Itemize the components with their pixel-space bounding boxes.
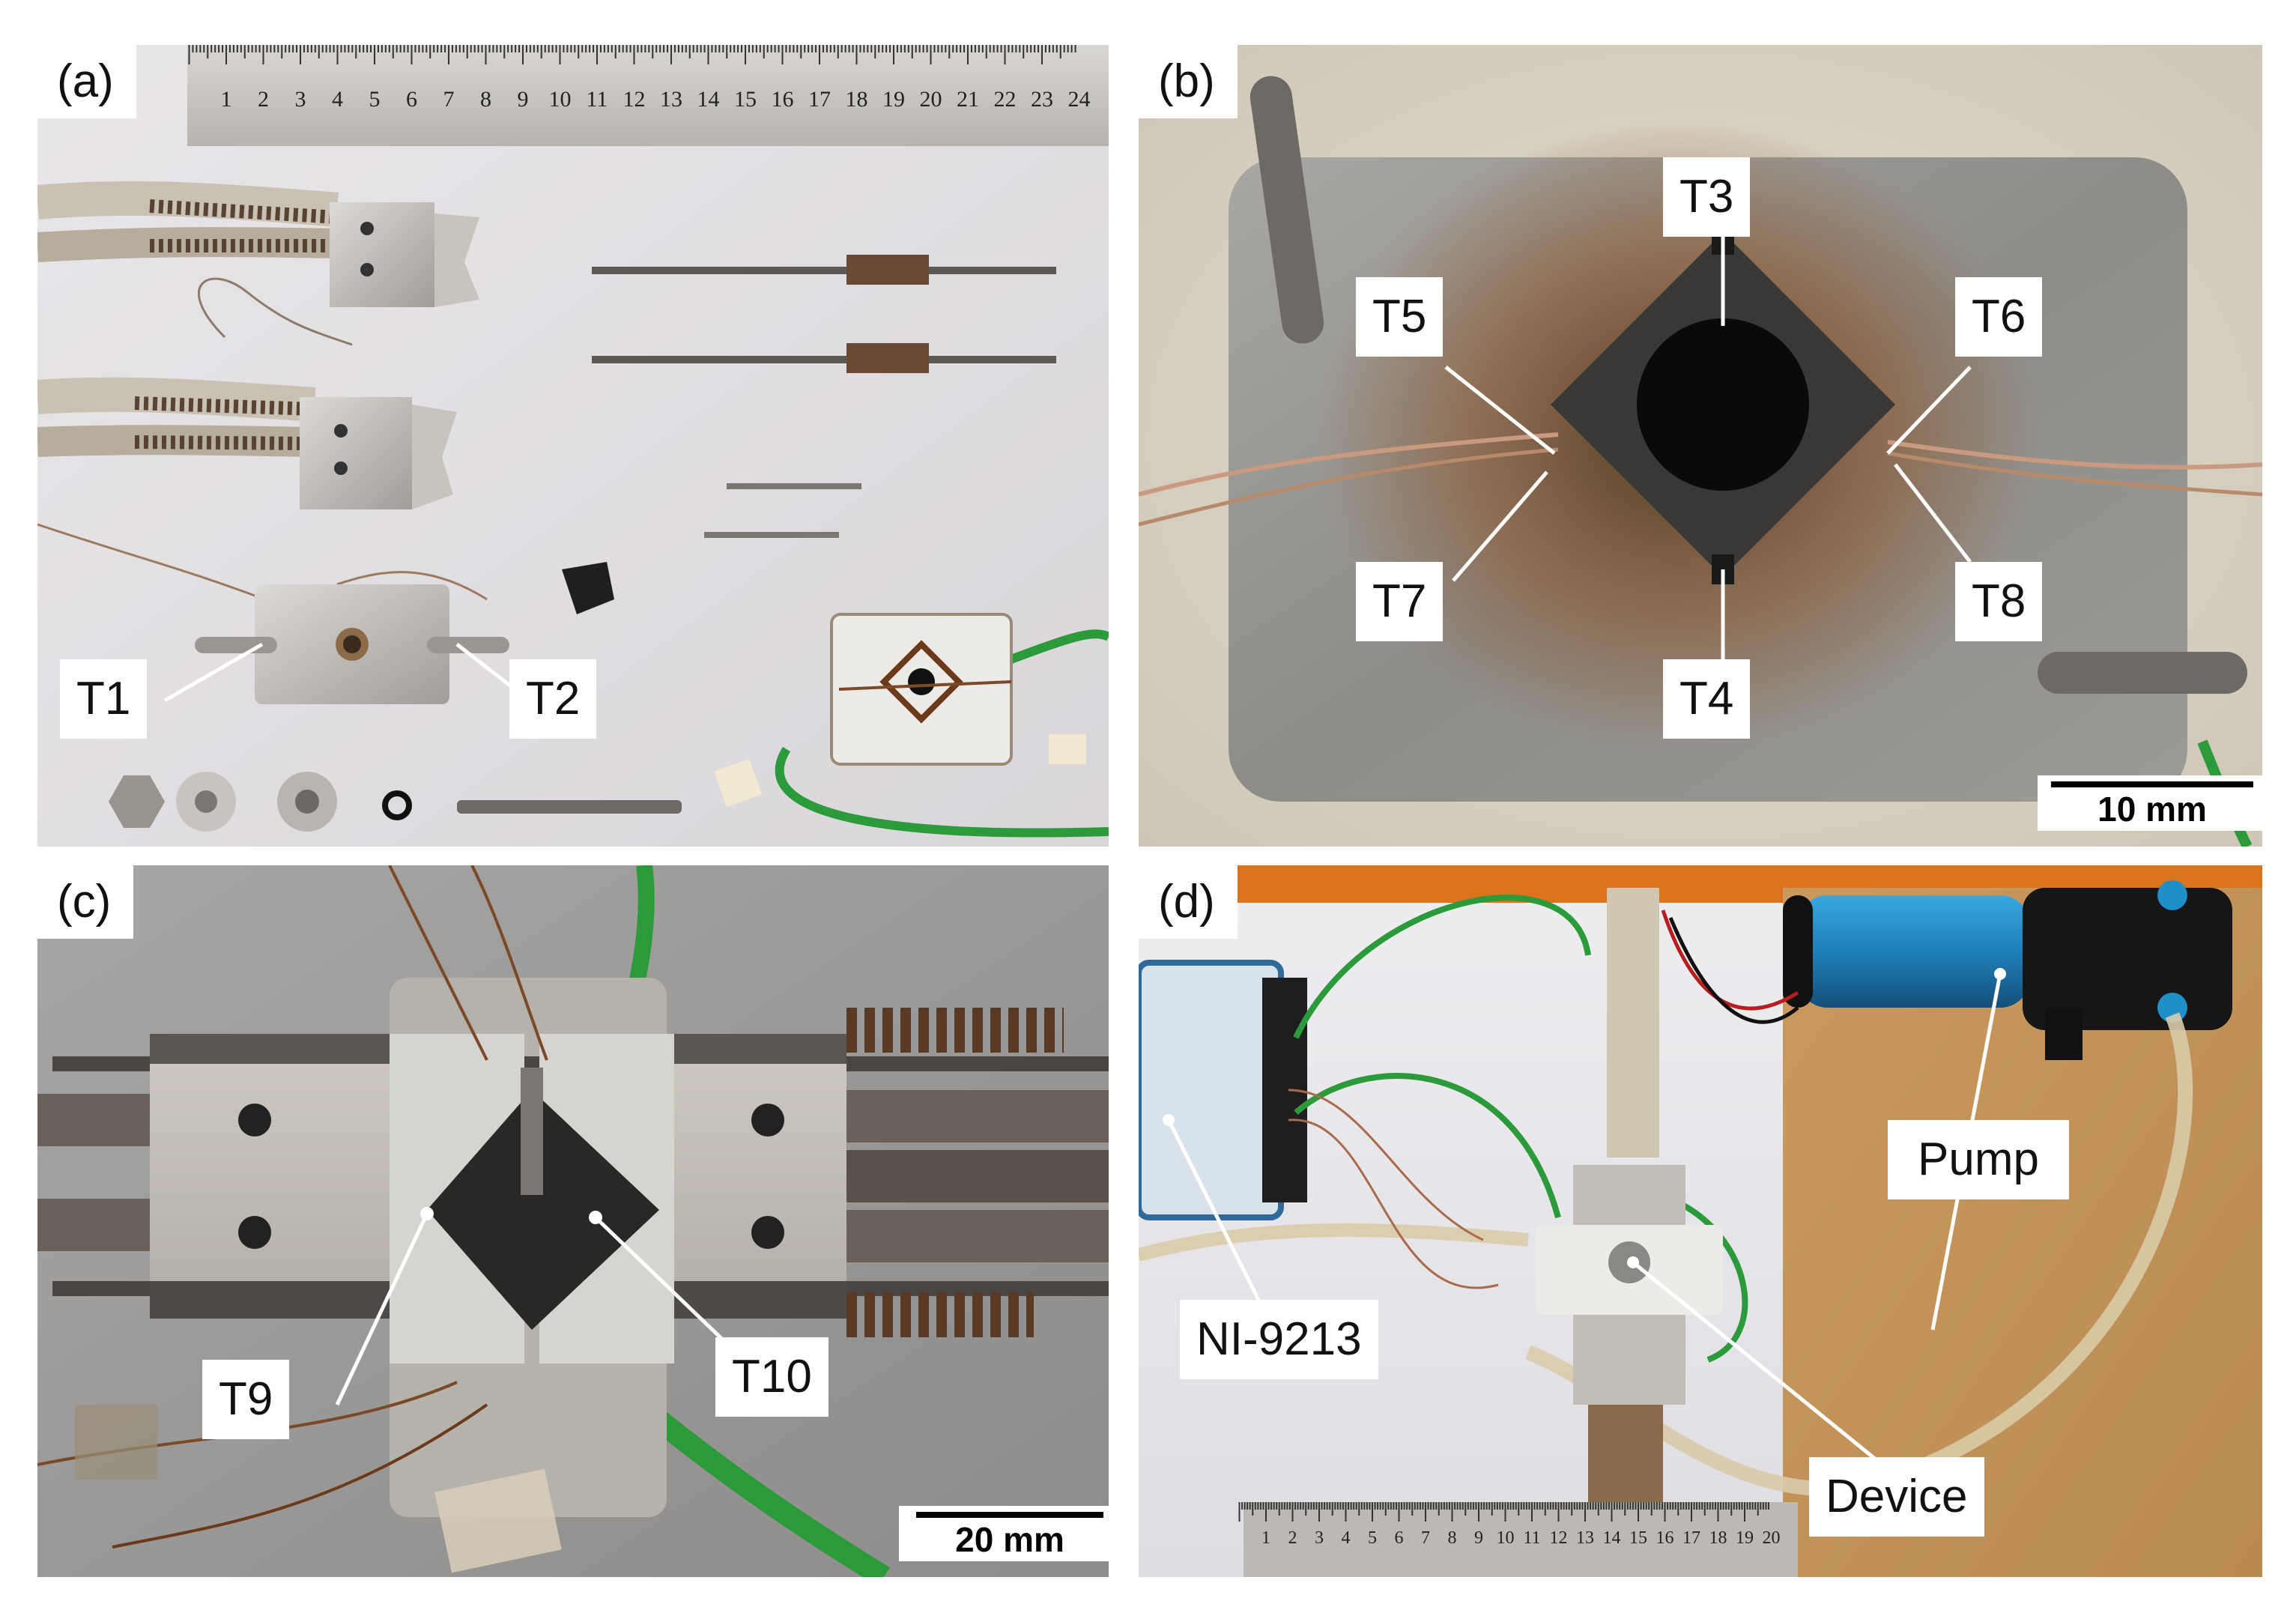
ruler-tick-label: 14 — [1603, 1528, 1621, 1548]
ruler-tick-label: 8 — [480, 87, 491, 112]
callout-t8: T8 — [1955, 562, 2043, 641]
callout-t9: T9 — [202, 1360, 290, 1439]
ruler-tick-label: 19 — [882, 87, 905, 112]
callout-t4: T4 — [1663, 659, 1751, 739]
ruler-tick-label: 10 — [1497, 1528, 1515, 1548]
ruler-tick-label: 14 — [697, 87, 720, 112]
panel-c: (c) T9 T10 20 mm — [37, 865, 1109, 1577]
ruler-tick-label: 19 — [1736, 1528, 1754, 1548]
ruler-tick-label: 5 — [1368, 1528, 1377, 1548]
callout-t5: T5 — [1356, 277, 1444, 357]
panel-b-photo — [1139, 45, 2262, 847]
panel-c-photo — [37, 865, 1109, 1577]
ruler-tick-label: 24 — [1068, 87, 1091, 112]
ruler-tick-label: 13 — [660, 87, 682, 112]
callout-device: Device — [1809, 1457, 1984, 1537]
panel-d-letter: (d) — [1139, 865, 1238, 939]
ruler-tick-label: 4 — [1342, 1528, 1351, 1548]
ruler-tick-label: 1 — [1261, 1528, 1270, 1548]
square-holder — [1551, 225, 1895, 584]
ruler-tick-label: 17 — [808, 87, 831, 112]
panel-c-letter: (c) — [37, 865, 134, 939]
callout-pump: Pump — [1888, 1120, 2069, 1199]
ruler-tick-label: 17 — [1682, 1528, 1700, 1548]
ruler-tick-label: 10 — [549, 87, 572, 112]
ruler-tick-label: 12 — [623, 87, 646, 112]
spring-rods — [592, 255, 1056, 538]
ruler-tick-label: 7 — [1421, 1528, 1430, 1548]
ruler-tick-label: 15 — [734, 87, 757, 112]
ruler-tick-label: 7 — [443, 87, 455, 112]
ruler-tick-label: 9 — [1474, 1528, 1483, 1548]
braided-cables — [37, 1008, 1109, 1337]
ruler-tick-label: 8 — [1448, 1528, 1457, 1548]
heater-block-top — [37, 181, 479, 307]
callout-t2: T2 — [509, 659, 597, 739]
assembled-device — [713, 613, 1109, 838]
ruler-tick-label: 11 — [587, 87, 608, 112]
ruler-tick-label: 3 — [1315, 1528, 1324, 1548]
ruler-tick-label: 1 — [221, 87, 232, 112]
ruler-tick-label: 23 — [1031, 87, 1053, 112]
scale-label-c: 20 mm — [955, 1520, 1064, 1559]
black-insert — [562, 562, 614, 614]
callout-t3: T3 — [1663, 157, 1751, 237]
ruler-tick-label: 2 — [258, 87, 269, 112]
ruler-tick-label: 22 — [994, 87, 1017, 112]
ruler-tick-label: 6 — [406, 87, 417, 112]
ruler-tick-label: 6 — [1395, 1528, 1404, 1548]
callout-t10: T10 — [715, 1337, 829, 1417]
callout-t7: T7 — [1356, 562, 1444, 641]
ruler-tick-label: 2 — [1288, 1528, 1297, 1548]
ruler-tick-label: 16 — [772, 87, 794, 112]
ruler-tick-label: 4 — [332, 87, 343, 112]
ruler-tick-label: 18 — [846, 87, 868, 112]
ruler-tick-label: 11 — [1523, 1528, 1540, 1548]
ruler-tick-label: 16 — [1656, 1528, 1674, 1548]
scale-bar-b: 10 mm — [2038, 775, 2262, 831]
callout-t6: T6 — [1955, 277, 2043, 357]
callout-t1: T1 — [60, 659, 148, 739]
ruler-tick-label: 18 — [1709, 1528, 1727, 1548]
ruler-tick-label: 21 — [957, 87, 979, 112]
ni-module — [1139, 960, 1307, 1220]
ruler-tick-label: 12 — [1550, 1528, 1568, 1548]
ruler-tick-label: 5 — [369, 87, 381, 112]
ruler-tick-label: 20 — [1763, 1528, 1781, 1548]
panel-b-letter: (b) — [1139, 45, 1238, 118]
diamond-insert — [427, 1090, 659, 1330]
callout-ni-9213: NI-9213 — [1180, 1300, 1378, 1379]
ruler-tick-label: 9 — [518, 87, 529, 112]
ruler-tick-label: 20 — [920, 87, 942, 112]
panel-a-letter: (a) — [37, 45, 136, 118]
scale-bar-c: 20 mm — [899, 1506, 1109, 1561]
ruler-tick-label: 13 — [1576, 1528, 1594, 1548]
ruler-tick-label: 15 — [1629, 1528, 1647, 1548]
panel-b: (b) T3 T4 T5 T6 T7 T8 10 mm — [1139, 45, 2262, 847]
heater-block-bottom — [37, 377, 457, 509]
ruler-tick-label: 3 — [295, 87, 306, 112]
scale-label-b: 10 mm — [2097, 790, 2207, 829]
